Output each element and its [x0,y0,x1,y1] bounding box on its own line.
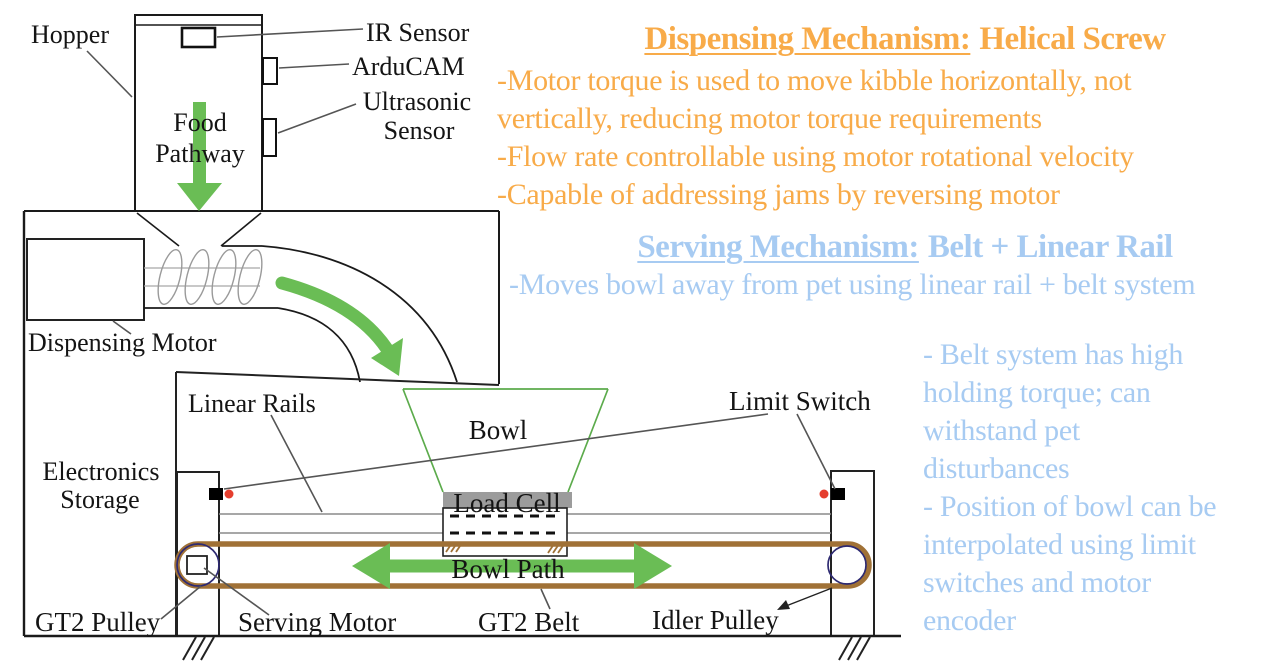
funnel [136,212,262,247]
dispenser-enclosure [22,210,500,636]
electronics-storage-label-line1: Electronics [43,457,160,486]
chute-flow-arrow [275,276,403,376]
bowl-outline [402,388,609,493]
serving-side-bullets: - Belt system has high holding torque; c… [923,336,1217,640]
serving-heading: Serving Mechanism:Belt + Linear Rail [500,229,1274,266]
ground-hatch-right [838,636,871,661]
serving-motor-shaft [186,555,208,575]
helical-screw [157,249,263,305]
dispensing-heading: Dispensing Mechanism:Helical Screw [500,21,1274,58]
chute-channel [144,245,458,383]
side-bullet-line-3: withstand pet [923,414,1080,447]
leader-lines [86,28,836,620]
right-limit-switch [831,488,845,500]
dispensing-heading-underlined: Dispensing Mechanism: [644,21,971,57]
serving-heading-underlined: Serving Mechanism: [637,229,919,265]
gt2-belt-label: GT2 Belt [478,607,580,637]
side-bullet-line-8: encoder [923,604,1016,637]
ground-hatch-left [182,636,215,661]
ultrasonic-label-line2: Sensor [384,116,455,145]
side-bullet-line-6: interpolated using limit [923,528,1196,561]
screw-shaft [144,267,260,287]
load-cell-bar [443,492,572,508]
load-cell-label: Load Cell [453,488,560,518]
bowl-label: Bowl [469,415,528,445]
ultrasonic-label-line1: Ultrasonic [363,87,471,116]
dispensing-bullet-2: -Flow rate controllable using motor rota… [497,140,1134,173]
idler-pulley-label: Idler Pulley [652,605,779,635]
left-limit-switch-led [224,489,234,499]
arducam-box [262,57,278,85]
side-bullet-line-1: - Belt system has high [923,338,1184,371]
left-limit-switch [209,488,223,500]
dispensing-bullet-1: -Motor torque is used to move kibble hor… [497,64,1132,97]
food-pathway-arrow [177,102,222,211]
ir-sensor-box [180,26,217,49]
side-bullet-line-2: holding torque; can [923,376,1151,409]
limit-switch-label: Limit Switch [729,386,871,416]
dispensing-bullet-3: -Capable of addressing jams by reversing… [497,178,1060,211]
linear-rails-label: Linear Rails [188,389,316,418]
dispensing-bullet-1-wrap: vertically, reducing motor torque requir… [497,102,1042,135]
dispensing-motor-box [26,238,145,321]
bowl-path-arrow [352,543,672,589]
ultrasonic-box [262,118,277,157]
dispensing-bullets: -Motor torque is used to move kibble hor… [497,62,1134,214]
gt2-pulley-circle [176,543,220,587]
hopper-label: Hopper [31,20,109,49]
idler-pulley-circle [827,545,867,585]
idler-pulley-arrow [777,587,833,610]
load-cell-hidden-rails [450,514,560,535]
ir-sensor-label: IR Sensor [366,18,470,47]
dispensing-heading-rest: Helical Screw [979,21,1166,57]
serving-bullet: -Moves bowl away from pet using linear r… [509,268,1196,301]
side-bullet-line-4: disturbances [923,452,1070,485]
serving-heading-rest: Belt + Linear Rail [927,229,1173,265]
gt2-pulley-label: GT2 Pulley [35,607,161,637]
dispensing-motor-label: Dispensing Motor [28,328,217,357]
food-pathway-label-line2: Pathway [155,139,245,168]
serving-motor-label: Serving Motor [238,607,396,637]
arducam-label: ArduCAM [352,52,465,81]
side-bullet-line-7: switches and motor [923,566,1151,599]
electronics-storage-label-line2: Storage [60,485,139,514]
food-pathway-label-line1: Food [173,108,226,137]
right-limit-switch-led [819,489,829,499]
bowl-path-label: Bowl Path [451,554,565,584]
side-bullet-line-5: - Position of bowl can be [923,490,1217,523]
